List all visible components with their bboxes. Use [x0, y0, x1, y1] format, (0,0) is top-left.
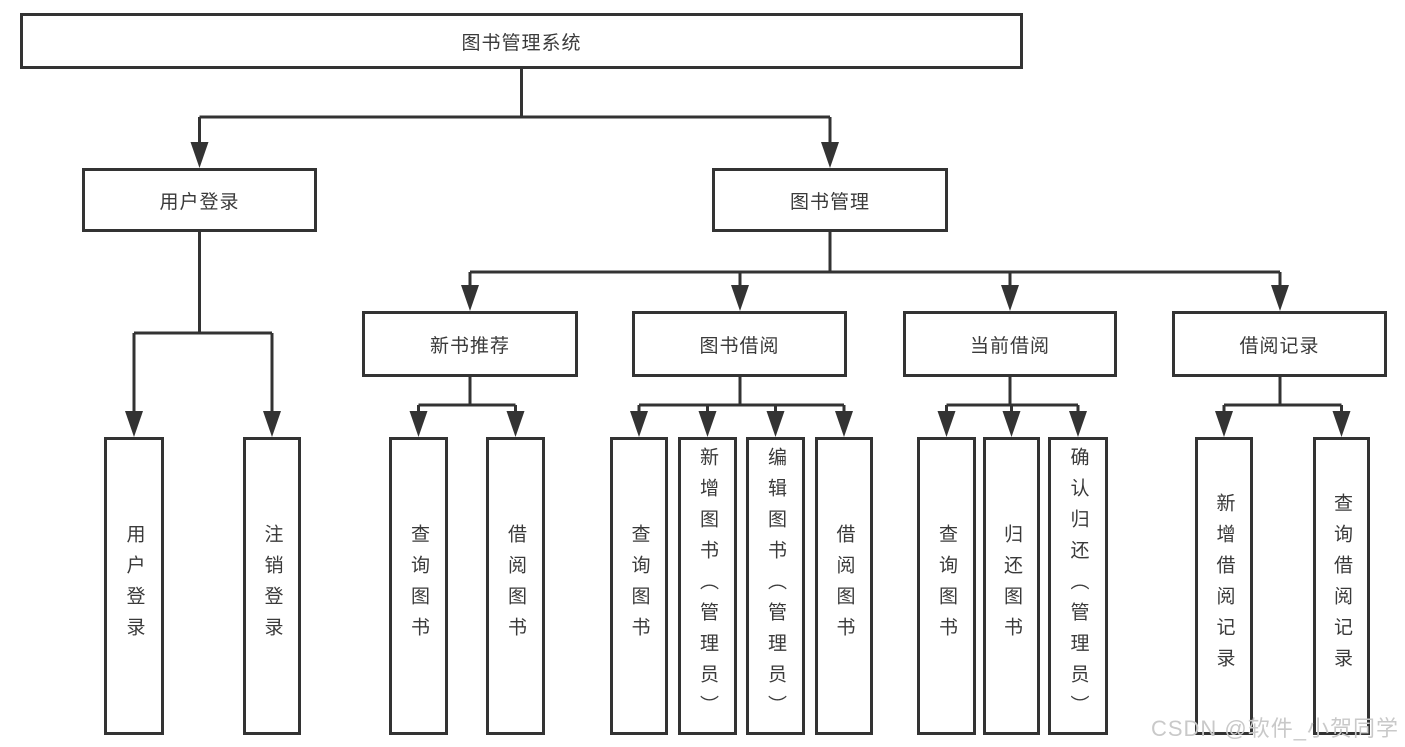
arrowheads-level3 [461, 285, 1289, 311]
node-book-borrow-label: 图书借阅 [699, 335, 780, 357]
connector-root-to-level2 [198, 69, 832, 146]
connector-book-mgmt-to-level3 [468, 232, 1282, 289]
leaf-new-books-borrow: 借阅图书 [486, 437, 545, 735]
leaf-current-return-books-label: 归还图书 [1001, 524, 1022, 648]
node-book-management: 图书管理 [712, 168, 948, 232]
leaf-user-login-label: 用户登录 [123, 524, 145, 648]
connector-user-login-to-leaves [132, 232, 274, 415]
connector-book-borrow-group [637, 377, 846, 415]
leaf-borrow-edit-books-admin: 编辑图书（管理员） [746, 437, 805, 735]
node-user-login-label: 用户登录 [159, 191, 240, 213]
leaf-current-confirm-return-admin: 确认归还（管理员） [1048, 437, 1108, 735]
connector-records-group [1222, 377, 1343, 415]
node-borrow-records-label: 借阅记录 [1239, 335, 1320, 357]
node-book-management-label: 图书管理 [789, 191, 870, 213]
node-current-borrow-label: 当前借阅 [969, 335, 1050, 357]
leaf-new-books-borrow-label: 借阅图书 [505, 524, 526, 648]
node-new-book-recommend: 新书推荐 [362, 311, 578, 377]
arrowheads-current-borrow-group [937, 411, 1087, 437]
node-user-login: 用户登录 [82, 168, 317, 232]
leaf-records-query-label: 查询借阅记录 [1331, 493, 1352, 679]
leaf-records-add: 新增借阅记录 [1195, 437, 1253, 735]
leaf-logout: 注销登录 [243, 437, 301, 735]
node-current-borrow: 当前借阅 [903, 311, 1117, 377]
node-borrow-records: 借阅记录 [1172, 311, 1387, 377]
leaf-logout-label: 注销登录 [261, 524, 283, 648]
leaf-current-query-books-label: 查询图书 [936, 524, 957, 648]
csdn-watermark: CSDN @软件_小贺同学 [1150, 716, 1399, 741]
node-book-borrow: 图书借阅 [632, 311, 847, 377]
arrowheads-book-borrow-group [630, 411, 853, 437]
arrowheads-user-login-leaves [125, 411, 281, 437]
leaf-borrow-query-books-label: 查询图书 [628, 524, 650, 648]
leaf-records-add-label: 新增借阅记录 [1213, 493, 1235, 679]
leaf-current-confirm-return-admin-label: 确认归还（管理员） [1067, 446, 1089, 726]
leaf-current-query-books: 查询图书 [917, 437, 976, 735]
node-root-label: 图书管理系统 [461, 32, 582, 54]
node-root: 图书管理系统 [20, 13, 1023, 69]
leaf-user-login: 用户登录 [104, 437, 164, 735]
arrowheads-new-books-group [409, 411, 525, 437]
leaf-borrow-query-books: 查询图书 [610, 437, 668, 735]
leaf-records-query: 查询借阅记录 [1313, 437, 1370, 735]
leaf-new-books-query: 查询图书 [389, 437, 448, 735]
connector-new-books-group [417, 377, 517, 415]
node-new-book-recommend-label: 新书推荐 [429, 335, 510, 357]
leaf-current-return-books: 归还图书 [983, 437, 1040, 735]
leaf-borrow-borrow-books: 借阅图书 [815, 437, 873, 735]
arrowheads-level2 [190, 142, 839, 168]
connector-current-borrow-group [945, 377, 1080, 415]
arrowheads-records-group [1215, 411, 1351, 437]
leaf-borrow-add-books-admin-label: 新增图书（管理员） [697, 446, 718, 726]
leaf-borrow-edit-books-admin-label: 编辑图书（管理员） [765, 446, 786, 726]
leaf-borrow-borrow-books-label: 借阅图书 [833, 524, 855, 648]
leaf-borrow-add-books-admin: 新增图书（管理员） [678, 437, 737, 735]
leaf-new-books-query-label: 查询图书 [408, 524, 429, 648]
